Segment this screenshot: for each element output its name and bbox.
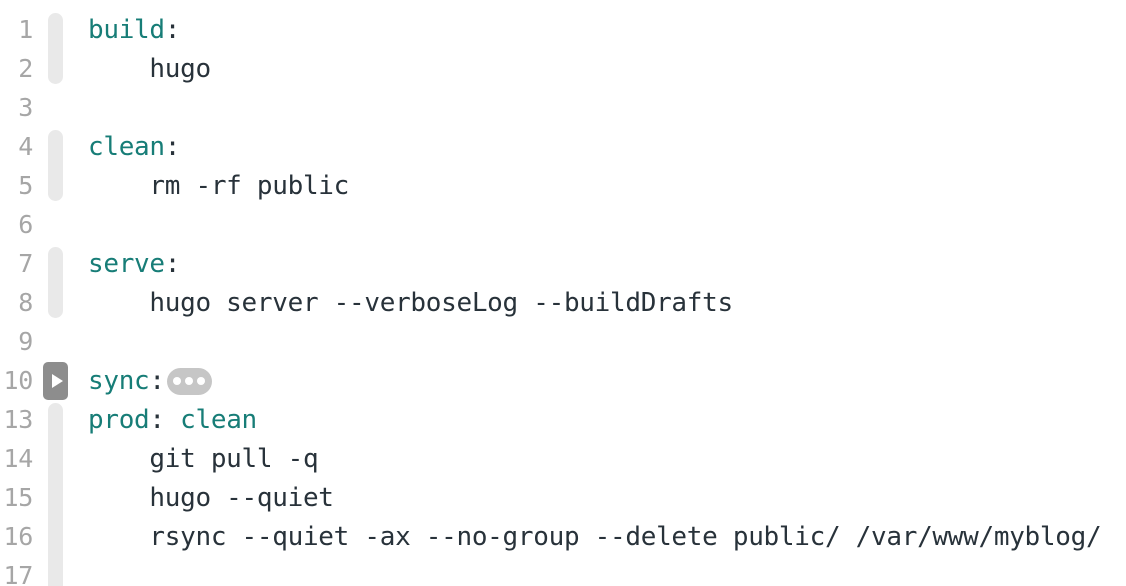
gutter [33,205,88,244]
code-text[interactable]: sync: [88,366,1126,396]
change-bar [48,439,63,478]
code-line: 5 rm -rf public [0,166,1126,205]
line-number: 5 [18,171,33,200]
target-dependency: clean [164,404,257,435]
code-line: 7 serve: [0,244,1126,283]
code-line: 16 rsync --quiet -ax --no-group --delete… [0,517,1126,556]
gutter [33,361,88,400]
code-line: 3 [0,88,1126,127]
gutter [33,166,88,205]
code-line: 2 hugo [0,49,1126,88]
line-number: 4 [18,132,33,161]
code-line: 17 [0,556,1126,586]
code-text[interactable]: hugo [88,54,1126,84]
code-line: 13 prod: clean [0,400,1126,439]
line-number: 16 [3,522,33,551]
change-bar [48,13,63,49]
fold-toggle-button[interactable] [43,362,68,400]
code-line: 6 [0,205,1126,244]
code-line: 9 [0,322,1126,361]
code-text[interactable]: prod: clean [88,405,1126,435]
gutter [33,556,88,586]
code-line: 8 hugo server --verboseLog --buildDrafts [0,283,1126,322]
make-target: build [88,14,165,45]
ellipsis-dot-icon [185,377,194,385]
punctuation: : [149,404,165,435]
command-text: hugo --quiet [88,482,334,513]
change-bar [48,130,63,166]
code-text[interactable]: serve: [88,249,1126,279]
command-text: git pull -q [88,443,319,474]
gutter [33,49,88,88]
change-bar [48,247,63,283]
folded-code-ellipsis-button[interactable] [166,367,212,395]
gutter [33,244,88,283]
command-text: rm -rf public [88,170,350,201]
line-number: 1 [18,15,33,44]
line-number: 8 [18,288,33,317]
change-bar [48,283,63,318]
gutter [33,283,88,322]
code-text[interactable]: rsync --quiet -ax --no-group --delete pu… [88,522,1126,552]
gutter [33,478,88,517]
line-number: 15 [3,483,33,512]
code-text[interactable]: rm -rf public [88,171,1126,201]
code-text[interactable]: hugo --quiet [88,483,1126,513]
line-number: 2 [18,54,33,83]
code-line: 10 sync: [0,361,1126,400]
code-line: 15 hugo --quiet [0,478,1126,517]
line-number: 14 [3,444,33,473]
line-number: 9 [18,327,33,356]
make-target: prod [88,404,150,435]
gutter [33,322,88,361]
punctuation: : [149,365,165,396]
code-text[interactable]: build: [88,15,1126,45]
change-bar [48,49,63,84]
gutter [33,88,88,127]
line-number: 3 [18,93,33,122]
code-text[interactable]: git pull -q [88,444,1126,474]
punctuation: : [164,131,181,162]
line-number: 10 [3,366,33,395]
punctuation: : [164,248,181,279]
gutter [33,517,88,556]
punctuation: : [164,14,181,45]
gutter [33,10,88,49]
line-number: 6 [18,210,33,239]
ellipsis-dot-icon [173,377,182,385]
code-line: 1 build: [0,10,1126,49]
change-bar [48,556,63,586]
command-text: hugo [88,53,211,84]
code-text[interactable]: hugo server --verboseLog --buildDrafts [88,288,1126,318]
code-line: 4 clean: [0,127,1126,166]
code-line: 14 git pull -q [0,439,1126,478]
gutter [33,127,88,166]
change-bar [48,403,63,439]
make-target: clean [88,131,165,162]
make-target: serve [88,248,165,279]
code-text[interactable]: clean: [88,132,1126,162]
gutter [33,400,88,439]
line-number: 7 [18,249,33,278]
change-bar [48,166,63,201]
line-number: 13 [3,405,33,434]
fold-arrow-icon [51,374,63,388]
make-target: sync [88,365,150,396]
change-bar [48,478,63,517]
gutter [33,439,88,478]
line-number: 17 [3,561,33,586]
command-text: hugo server --verboseLog --buildDrafts [88,287,733,318]
ellipsis-dot-icon [197,377,206,385]
command-text: rsync --quiet -ax --no-group --delete pu… [88,521,1102,552]
change-bar [48,517,63,556]
